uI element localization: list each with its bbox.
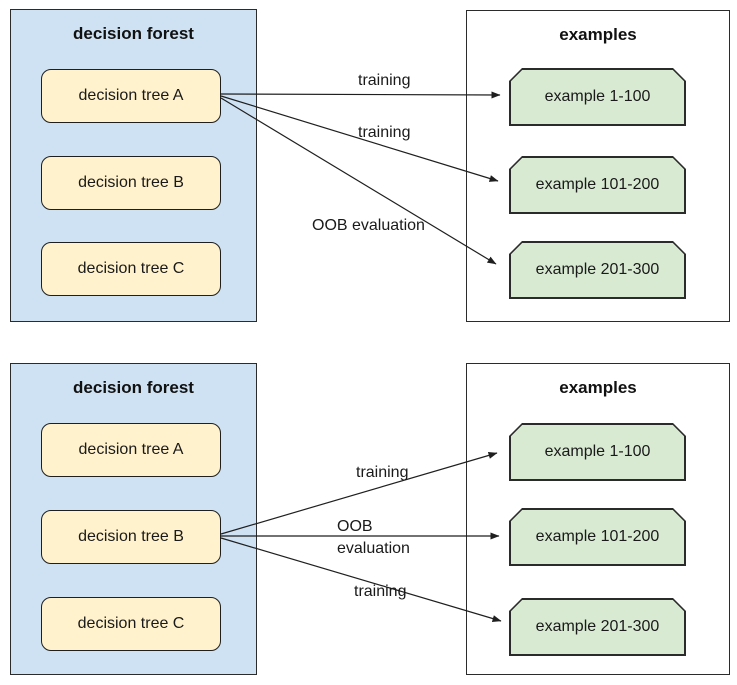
arrow-top-oob-to-201-300 bbox=[220, 97, 497, 265]
example-box-3-bottom: example 201-300 bbox=[509, 598, 686, 656]
forest-panel-top: decision forest decision tree A decision… bbox=[10, 9, 257, 322]
arrow-label-top-training-1: training bbox=[358, 72, 411, 89]
forest-panel-bottom: decision forest decision tree A decision… bbox=[10, 363, 257, 675]
example-box-1-bottom-label: example 1-100 bbox=[511, 425, 685, 480]
examples-title-bottom: examples bbox=[559, 378, 637, 397]
arrow-label-bottom-training-2: training bbox=[354, 583, 407, 600]
arrow-top-training-to-1-100 bbox=[220, 91, 501, 99]
forest-title-bottom: decision forest bbox=[73, 378, 194, 397]
tree-box-c-top: decision tree C bbox=[41, 242, 221, 296]
example-box-2-top-label: example 101-200 bbox=[511, 158, 685, 213]
forest-title-top: decision forest bbox=[73, 24, 194, 43]
example-box-3-top: example 201-300 bbox=[509, 241, 686, 299]
tree-box-b-bottom: decision tree B bbox=[41, 510, 221, 564]
arrow-label-bottom-oob-evaluation: OOB evaluation bbox=[337, 518, 410, 557]
tree-box-a-bottom: decision tree A bbox=[41, 423, 221, 477]
arrow-label-top-training-2: training bbox=[358, 124, 411, 141]
example-box-1-top: example 1-100 bbox=[509, 68, 686, 126]
tree-box-b-top: decision tree B bbox=[41, 156, 221, 210]
tree-box-a-top: decision tree A bbox=[41, 69, 221, 123]
example-box-3-top-label: example 201-300 bbox=[511, 243, 685, 298]
examples-panel-top: examples example 1-100 example 101-200 e… bbox=[466, 10, 730, 322]
arrow-label-bottom-training-1: training bbox=[356, 464, 409, 481]
examples-title-top: examples bbox=[559, 25, 637, 44]
example-box-1-bottom: example 1-100 bbox=[509, 423, 686, 481]
arrow-label-top-oob-evaluation: OOB evaluation bbox=[312, 217, 425, 234]
example-box-1-top-label: example 1-100 bbox=[511, 70, 685, 125]
example-box-2-top: example 101-200 bbox=[509, 156, 686, 214]
example-box-3-bottom-label: example 201-300 bbox=[511, 600, 685, 655]
tree-box-c-bottom: decision tree C bbox=[41, 597, 221, 651]
example-box-2-bottom-label: example 101-200 bbox=[511, 510, 685, 565]
example-box-2-bottom: example 101-200 bbox=[509, 508, 686, 566]
examples-panel-bottom: examples example 1-100 example 101-200 e… bbox=[466, 363, 730, 675]
